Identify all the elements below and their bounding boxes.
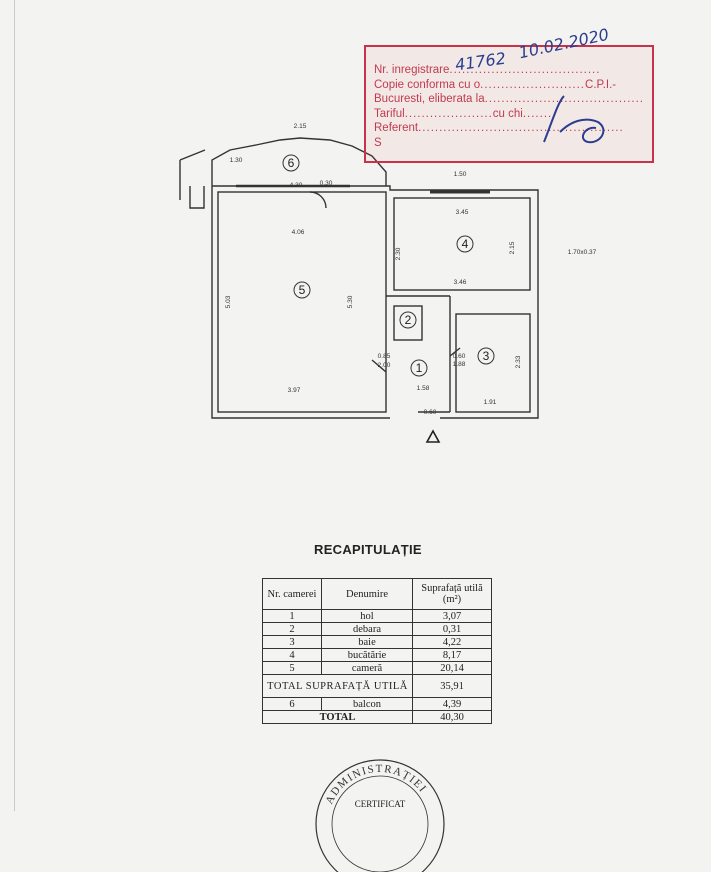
dim-label: 3.46 (454, 279, 467, 286)
stamp-line: Referent................................… (374, 122, 624, 134)
col-header-nr: Nr. camerei (262, 578, 322, 610)
dim-label: 2.33 (515, 355, 522, 368)
col-header-name: Denumire (321, 578, 413, 610)
dim-label: 2.00 (378, 362, 391, 369)
cell-nr: 3 (262, 635, 322, 649)
official-seal: ADMINISTRAȚIEI CERTIFICAT (315, 759, 445, 872)
balcony-row: 6 balcon 4,39 (262, 697, 492, 711)
total-useful-label: TOTAL SUPRAFAȚĂ UTILĂ (262, 674, 413, 698)
room-label-2: 2 (405, 313, 412, 327)
table-row: 3 baie 4,22 (262, 635, 492, 649)
window-label: 1.70x0.37 (568, 249, 597, 256)
dim-label: 1.30 (230, 157, 243, 164)
cell-name: hol (321, 609, 413, 623)
dim-label: 1.58 (417, 385, 430, 392)
room-3-outline (455, 313, 531, 413)
cell-nr: 5 (262, 661, 322, 675)
stamp-text: cu chi (492, 107, 523, 120)
total-useful-row: TOTAL SUPRAFAȚĂ UTILĂ 35,91 (262, 674, 492, 698)
stamp-line: Copie conforma cu o.....................… (374, 78, 617, 91)
dim-label: 4.30 (290, 182, 303, 189)
cell-name: cameră (321, 661, 413, 675)
total-value: 40,30 (412, 710, 492, 724)
dim-label: 4.06 (292, 229, 305, 236)
stamp-text: Bucuresti, eliberata la (374, 93, 485, 105)
dim-label: 1.88 (453, 361, 466, 368)
room-label-6: 6 (288, 156, 295, 170)
stamp-line: S (374, 136, 652, 151)
dim-label: 0.60 (453, 353, 466, 360)
room-2-outline (393, 305, 423, 341)
cell-nr: 6 (262, 697, 322, 711)
room-label-4: 4 (462, 237, 469, 251)
recap-title: RECAPITULAȚIE (314, 542, 422, 557)
cell-area: 20,14 (412, 661, 492, 675)
room-5-outline (217, 191, 387, 413)
outer-wall-right (212, 185, 539, 419)
col-header-area: Suprafață utilă (m²) (412, 578, 492, 610)
total-row: TOTAL 40,30 (262, 710, 492, 724)
cell-name: bucătărie (321, 648, 413, 662)
stamp-line: Nr. inregistrare........................… (374, 64, 601, 76)
dim-label: 5.30 (347, 295, 354, 308)
table-row: 5 cameră 20,14 (262, 661, 492, 675)
registration-stamp: Nr. inregistrare........................… (364, 45, 654, 163)
dim-label: 1.91 (484, 399, 497, 406)
stamp-text: Nr. inregistrare (374, 64, 450, 76)
dim-label: 0.85 (378, 353, 391, 360)
cell-name: baie (321, 635, 413, 649)
total-label: TOTAL (262, 710, 413, 724)
total-useful-value: 35,91 (412, 674, 492, 698)
cell-area: 4,39 (412, 697, 492, 711)
cell-name: balcon (321, 697, 413, 711)
dim-label: 2.15 (509, 241, 516, 254)
cell-nr: 1 (262, 609, 322, 623)
stamp-text: Copie conforma cu o (374, 78, 481, 91)
stamp-suffix: C.P.I.- (585, 78, 617, 91)
cell-nr: 4 (262, 648, 322, 662)
dim-label: 1.50 (454, 171, 467, 178)
recap-table: Nr. camerei Denumire Suprafață utilă (m²… (262, 578, 492, 724)
dim-label: 3.45 (456, 209, 469, 216)
cell-nr: 2 (262, 622, 322, 636)
paper-edge (14, 0, 15, 811)
dim-label: 2.30 (395, 247, 402, 260)
stamp-line: Bucuresti, eliberata la.................… (374, 93, 645, 105)
stamp-text: Tariful (374, 107, 405, 120)
room-label-3: 3 (483, 349, 490, 363)
stamp-text: S (374, 136, 382, 149)
cell-area: 0,31 (412, 622, 492, 636)
signature-scribble (543, 95, 605, 144)
table-row: 1 hol 3,07 (262, 609, 492, 623)
dim-label: 0.30 (320, 180, 333, 187)
table-row: 2 debara 0,31 (262, 622, 492, 636)
dim-label: 5.03 (225, 295, 232, 308)
cell-area: 3,07 (412, 609, 492, 623)
floor-plan: 5 4 3 2 1 6 2.15 4.30 1.30 0.30 1.50 4.0… (179, 123, 597, 443)
dim-label: 0.60 (424, 409, 437, 416)
stamp-line: Tariful.....................cu chi......… (374, 107, 553, 120)
stamp-text: Referent (374, 122, 419, 134)
cell-area: 4,22 (412, 635, 492, 649)
seal-center-text: CERTIFICAT (355, 799, 406, 809)
room-label-1: 1 (416, 361, 423, 375)
cell-name: debara (321, 622, 413, 636)
dim-label: 3.97 (288, 387, 301, 394)
room-4-outline (393, 197, 531, 291)
cell-area: 8,17 (412, 648, 492, 662)
room-label-5: 5 (299, 283, 306, 297)
dim-label: 2.15 (294, 123, 307, 130)
table-row: 4 bucătărie 8,17 (262, 648, 492, 662)
outer-wall (211, 186, 390, 419)
entrance-marker (425, 429, 441, 443)
